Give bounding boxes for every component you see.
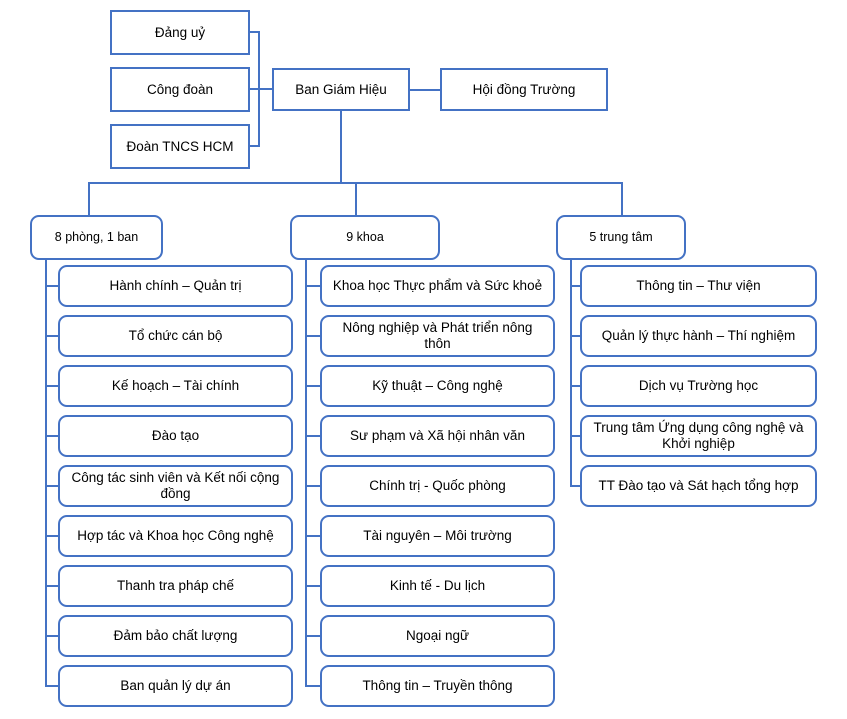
category-label: 5 trung tâm xyxy=(589,230,653,245)
item-thanh-tra-phap-che[interactable]: Thanh tra pháp chế xyxy=(58,565,293,607)
item-ky-thuat-cong-nghe[interactable]: Kỹ thuật – Công nghệ xyxy=(320,365,555,407)
item-label: Tài nguyên – Môi trường xyxy=(363,528,512,544)
item-trung-tam-ung-dung-cong-nghe-khoi-nghiep[interactable]: Trung tâm Ứng dụng công nghệ và Khởi ngh… xyxy=(580,415,817,457)
item-label: Kỹ thuật – Công nghệ xyxy=(372,378,503,394)
item-chinh-tri-quoc-phong[interactable]: Chính trị - Quốc phòng xyxy=(320,465,555,507)
item-kinh-te-du-lich[interactable]: Kinh tế - Du lịch xyxy=(320,565,555,607)
category-9-khoa[interactable]: 9 khoa xyxy=(290,215,440,260)
connector-bgh-drop xyxy=(340,111,342,183)
connector-col-1-bus xyxy=(45,260,47,686)
item-label: Hành chính – Quản trị xyxy=(109,278,242,294)
item-label: Thanh tra pháp chế xyxy=(116,578,235,594)
item-label: Thông tin – Thư viện xyxy=(636,278,761,294)
item-khoa-hoc-thuc-pham-suc-khoe[interactable]: Khoa học Thực phẩm và Sức khoẻ xyxy=(320,265,555,307)
connector-doan-tncs-stub xyxy=(250,145,260,147)
connector-bgh-to-hoi-dong xyxy=(410,89,440,91)
connector-col-2-stub-5 xyxy=(305,485,320,487)
item-label: Kinh tế - Du lịch xyxy=(389,578,486,594)
item-thong-tin-truyen-thong[interactable]: Thông tin – Truyền thông xyxy=(320,665,555,707)
connector-col-1-stub-3 xyxy=(45,385,58,387)
item-tai-nguyen-moi-truong[interactable]: Tài nguyên – Môi trường xyxy=(320,515,555,557)
item-dich-vu-truong-hoc[interactable]: Dịch vụ Trường học xyxy=(580,365,817,407)
item-label: Sư phạm và Xã hội nhân văn xyxy=(350,428,525,444)
item-tt-dao-tao-sat-hach-tong-hop[interactable]: TT Đào tạo và Sát hạch tổng hợp xyxy=(580,465,817,507)
item-label: Ban quản lý dự án xyxy=(120,678,231,694)
connector-dang-uy-stub xyxy=(250,31,260,33)
connector-col-2-stub-1 xyxy=(305,285,320,287)
item-label: TT Đào tạo và Sát hạch tổng hợp xyxy=(598,478,799,494)
connector-col-1-stub-5 xyxy=(45,485,58,487)
item-to-chuc-can-bo[interactable]: Tổ chức cán bộ xyxy=(58,315,293,357)
item-su-pham-xa-hoi-nhan-van[interactable]: Sư phạm và Xã hội nhân văn xyxy=(320,415,555,457)
connector-col-2-stub-8 xyxy=(305,635,320,637)
item-label: Dịch vụ Trường học xyxy=(638,378,759,394)
item-dao-tao[interactable]: Đào tạo xyxy=(58,415,293,457)
connector-col-1-stub-1 xyxy=(45,285,58,287)
item-label: Quản lý thực hành – Thí nghiệm xyxy=(601,328,796,344)
item-label: Kế hoạch – Tài chính xyxy=(111,378,240,394)
connector-col-2-stub-7 xyxy=(305,585,320,587)
item-label: Khoa học Thực phẩm và Sức khoẻ xyxy=(332,278,543,294)
node-cong-doan[interactable]: Công đoàn xyxy=(110,67,250,112)
connector-col-3-stub-1 xyxy=(570,285,580,287)
category-5-trung-tam[interactable]: 5 trung tâm xyxy=(556,215,686,260)
item-dam-bao-chat-luong[interactable]: Đảm bảo chất lượng xyxy=(58,615,293,657)
connector-col-2-stub-9 xyxy=(305,685,320,687)
connector-col-2-bus xyxy=(305,260,307,686)
connector-col-2-stub-2 xyxy=(305,335,320,337)
item-ke-hoach-tai-chinh[interactable]: Kế hoạch – Tài chính xyxy=(58,365,293,407)
connector-drop-col-2 xyxy=(355,182,357,215)
item-ngoai-ngu[interactable]: Ngoại ngữ xyxy=(320,615,555,657)
node-label: Công đoàn xyxy=(146,81,214,97)
connector-col-1-stub-7 xyxy=(45,585,58,587)
connector-left-stack-bus xyxy=(258,31,260,147)
category-8-phong-1-ban[interactable]: 8 phòng, 1 ban xyxy=(30,215,163,260)
connector-drop-col-1 xyxy=(88,182,90,215)
item-label: Tổ chức cán bộ xyxy=(128,328,223,344)
item-label: Công tác sinh viên và Kết nối cộng đồng xyxy=(71,470,280,501)
item-quan-ly-thuc-hanh-thi-nghiem[interactable]: Quản lý thực hành – Thí nghiệm xyxy=(580,315,817,357)
connector-cong-doan-stub xyxy=(250,88,274,90)
item-cong-tac-sinh-vien[interactable]: Công tác sinh viên và Kết nối cộng đồng xyxy=(58,465,293,507)
node-label: Đảng uỷ xyxy=(154,24,206,40)
item-label: Nông nghiệp và Phát triển nông thôn xyxy=(342,320,533,351)
connector-col-1-stub-4 xyxy=(45,435,58,437)
item-label: Đào tạo xyxy=(151,428,200,444)
item-label: Ngoại ngữ xyxy=(405,628,470,644)
connector-col-1-stub-8 xyxy=(45,635,58,637)
item-label: Thông tin – Truyền thông xyxy=(362,678,513,694)
item-label: Chính trị - Quốc phòng xyxy=(369,478,506,494)
category-label: 9 khoa xyxy=(346,230,384,245)
connector-col-3-stub-5 xyxy=(570,485,580,487)
connector-col-2-stub-3 xyxy=(305,385,320,387)
connector-col-1-stub-9 xyxy=(45,685,58,687)
connector-drop-col-3 xyxy=(621,182,623,215)
connector-col-3-stub-2 xyxy=(570,335,580,337)
connector-col-2-stub-4 xyxy=(305,435,320,437)
item-ban-quan-ly-du-an[interactable]: Ban quản lý dự án xyxy=(58,665,293,707)
node-dang-uy[interactable]: Đảng uỷ xyxy=(110,10,250,55)
connector-col-1-stub-2 xyxy=(45,335,58,337)
item-hop-tac-khoa-hoc-cong-nghe[interactable]: Hợp tác và Khoa học Công nghệ xyxy=(58,515,293,557)
connector-col-3-bus xyxy=(570,260,572,486)
category-label: 8 phòng, 1 ban xyxy=(54,230,139,245)
item-nong-nghiep-phat-trien-nong-thon[interactable]: Nông nghiệp và Phát triển nông thôn xyxy=(320,315,555,357)
connector-col-3-stub-4 xyxy=(570,435,580,437)
node-label: Ban Giám Hiệu xyxy=(295,81,387,97)
item-hanh-chinh-quan-tri[interactable]: Hành chính – Quản trị xyxy=(58,265,293,307)
node-ban-giam-hieu[interactable]: Ban Giám Hiệu xyxy=(272,68,410,111)
connector-col-3-stub-3 xyxy=(570,385,580,387)
item-thong-tin-thu-vien[interactable]: Thông tin – Thư viện xyxy=(580,265,817,307)
node-label: Đoàn TNCS HCM xyxy=(126,138,234,154)
item-label: Trung tâm Ứng dụng công nghệ và Khởi ngh… xyxy=(593,420,804,451)
node-doan-tncs-hcm[interactable]: Đoàn TNCS HCM xyxy=(110,124,250,169)
connector-col-2-stub-6 xyxy=(305,535,320,537)
node-hoi-dong-truong[interactable]: Hội đồng Trường xyxy=(440,68,608,111)
node-label: Hội đồng Trường xyxy=(472,81,576,97)
connector-col-1-stub-6 xyxy=(45,535,58,537)
item-label: Hợp tác và Khoa học Công nghệ xyxy=(77,528,274,544)
item-label: Đảm bảo chất lượng xyxy=(113,628,238,644)
